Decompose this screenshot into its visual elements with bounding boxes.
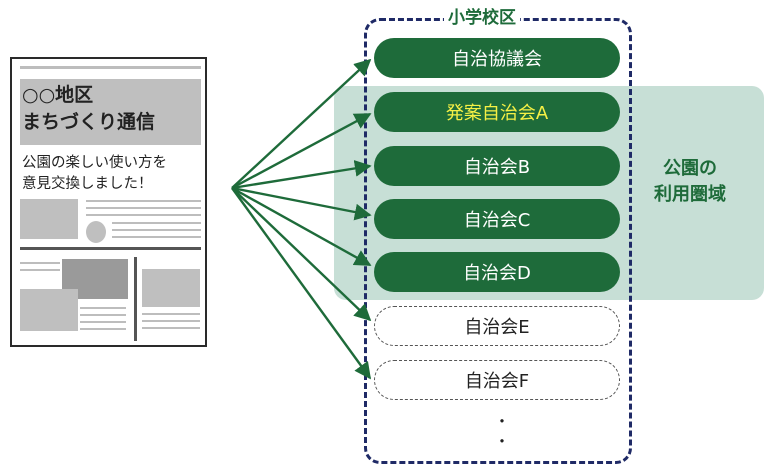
arrow-to-council-b	[231, 160, 372, 190]
newsletter-text-line	[20, 262, 60, 264]
newsletter-graphic: ○○地区 まちづくり通信 公園の楽しい使い方を 意見交換しました！	[10, 57, 207, 347]
newsletter-text-line	[86, 207, 201, 209]
arrow-to-council-c	[231, 186, 372, 221]
newsletter-text-line	[20, 269, 60, 271]
arrow-to-council-e	[231, 187, 372, 322]
newsletter-text-line	[142, 320, 200, 322]
arrow-to-council-kyogikai	[231, 58, 372, 189]
more-councils-ellipsis: ・ ・	[494, 412, 511, 451]
newsletter-text-line	[80, 321, 126, 323]
newsletter-text-line	[80, 314, 126, 316]
council-c: 自治会C	[374, 199, 620, 239]
newsletter-text-line	[80, 328, 126, 330]
council-f: 自治会F	[374, 360, 620, 400]
newsletter-text-line	[112, 222, 201, 224]
newsletter-text-line	[142, 313, 200, 315]
arrow-to-council-f	[231, 187, 371, 380]
newsletter-header-line	[20, 66, 201, 69]
newsletter-circle-graphic	[86, 221, 106, 243]
council-d: 自治会D	[374, 252, 620, 292]
newsletter-title-box	[20, 79, 201, 145]
council-jichi-kyogikai: 自治協議会	[374, 38, 620, 78]
council-e: 自治会E	[374, 306, 620, 346]
arrow-to-council-a	[231, 112, 372, 190]
newsletter-column-divider	[134, 257, 137, 341]
newsletter-photo-placeholder	[20, 199, 78, 239]
newsletter-divider	[20, 247, 201, 250]
school-district-label: 小学校区	[444, 3, 520, 28]
newsletter-photo-placeholder	[142, 269, 200, 307]
newsletter-text-line	[80, 307, 126, 309]
council-a-proposer: 発案自治会A	[374, 92, 620, 132]
arrow-to-council-d	[231, 186, 372, 267]
newsletter-body-text: 公園の楽しい使い方を 意見交換しました！	[22, 155, 167, 192]
newsletter-text-line	[112, 236, 201, 238]
park-usage-area-label: 公園の 利用圏域	[654, 158, 726, 205]
newsletter-text-line	[86, 200, 201, 202]
newsletter-photo-placeholder	[20, 289, 78, 331]
newsletter-title: ○○地区 まちづくり通信	[22, 84, 156, 133]
newsletter-text-line	[86, 214, 201, 216]
council-b: 自治会B	[374, 146, 620, 186]
newsletter-text-line	[142, 327, 200, 329]
newsletter-text-line	[112, 229, 201, 231]
